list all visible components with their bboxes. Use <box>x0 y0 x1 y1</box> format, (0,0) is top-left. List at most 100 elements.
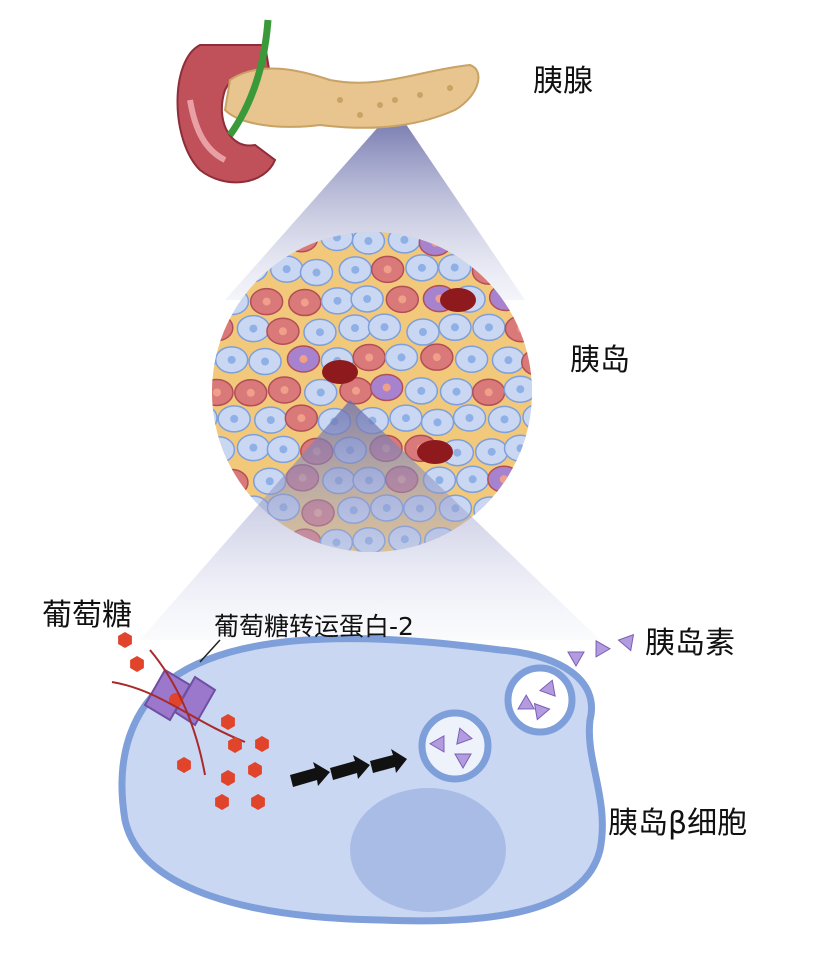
islet-cell <box>508 255 532 283</box>
glucose-icon <box>221 714 235 730</box>
islet-cell <box>370 255 405 284</box>
islet-cell <box>266 435 301 464</box>
islet-cell <box>338 256 373 284</box>
arrow-icon <box>330 755 370 780</box>
insulin-icon <box>567 651 585 668</box>
islet-cell <box>367 313 402 341</box>
islet-cell <box>539 315 571 341</box>
glucose-icon <box>255 736 269 752</box>
islet-cell <box>212 343 218 372</box>
islet-cell <box>266 317 300 345</box>
islet-cell <box>524 468 532 497</box>
islet-cell <box>455 465 490 494</box>
islet-cell <box>284 404 319 432</box>
islet-cell <box>520 524 532 552</box>
insulin-vesicle <box>418 709 492 783</box>
islet-cell <box>212 378 234 407</box>
islet-cell <box>249 287 284 316</box>
zoom-beam-2 <box>140 400 600 640</box>
islet-cell <box>389 404 423 432</box>
label-pancreas: 胰腺 <box>533 64 593 99</box>
islet-cell <box>212 404 218 432</box>
process-arrows <box>290 749 407 787</box>
islet-cell <box>212 232 217 255</box>
islet-cell <box>339 377 373 405</box>
islet-cell <box>212 314 234 342</box>
islet-cell <box>404 377 439 405</box>
insulin-icon <box>533 702 551 721</box>
islet-cell <box>212 495 236 524</box>
islet-cell <box>522 288 532 316</box>
islet-cell <box>472 313 506 342</box>
insulin-icon <box>456 727 473 745</box>
islet-cell <box>212 285 217 314</box>
islet-cell <box>267 376 302 404</box>
islet-cell <box>338 314 372 342</box>
blood-vessel <box>440 288 476 312</box>
insulin-molecules <box>429 633 635 770</box>
insulin-icon <box>617 633 635 652</box>
islet-cell <box>303 378 338 407</box>
arrow-icon <box>370 749 407 773</box>
islet-cell <box>212 435 236 464</box>
islet-cell <box>438 313 472 342</box>
islet-cell <box>212 255 237 284</box>
islet-cell <box>384 343 419 372</box>
islet-cell <box>487 232 521 254</box>
glucose-icon <box>118 632 132 648</box>
label-insulin: 胰岛素 <box>645 626 735 661</box>
pancreatic-islet <box>140 232 600 640</box>
islet-cell <box>320 287 355 315</box>
glucose-icon <box>130 656 144 672</box>
islet-cell <box>503 434 532 463</box>
glucose-icon <box>221 770 235 786</box>
islet-cell <box>474 438 509 466</box>
label-glucose: 葡萄糖 <box>42 598 132 633</box>
insulin-icon <box>429 734 445 753</box>
label-beta-cell: 胰岛β细胞 <box>608 806 748 841</box>
islet-cell <box>214 346 249 374</box>
glucose-icon <box>215 794 229 810</box>
islet-cell <box>504 315 532 343</box>
islet-cell <box>524 232 532 253</box>
glut2-transporter <box>111 639 246 776</box>
islet-cell <box>542 438 574 464</box>
blood-vessel <box>322 360 358 384</box>
label-glut2: 葡萄糖转运蛋白-2 <box>214 612 414 641</box>
islet-cell <box>352 343 386 372</box>
islet-cell <box>471 378 506 407</box>
beta-cell <box>118 635 606 925</box>
islet-cell <box>236 314 271 343</box>
secretion-pocket <box>504 664 576 736</box>
insulin-icon <box>454 753 472 770</box>
insulin-icon <box>517 694 536 710</box>
islet-cell <box>215 468 249 497</box>
islet-cell <box>351 232 386 255</box>
islet-cell <box>503 375 532 403</box>
insulin-icon <box>595 639 611 658</box>
islet-cell <box>405 254 439 282</box>
islet-cell <box>454 345 489 374</box>
glucose-icon <box>251 794 265 810</box>
islet-cell <box>503 496 532 524</box>
glucose-icon <box>248 762 262 778</box>
islet-cell <box>248 347 282 376</box>
islet-cell <box>215 232 250 254</box>
glucose-icon <box>177 757 191 773</box>
islet-cell <box>544 378 576 404</box>
islet-cell <box>452 404 487 432</box>
islet-cell <box>369 373 404 402</box>
islet-cell <box>212 465 216 493</box>
insulin-icon <box>539 679 556 697</box>
nucleus <box>350 788 506 912</box>
islet-cell <box>286 345 321 373</box>
islet-cell <box>350 285 384 313</box>
islet-cell <box>288 288 322 317</box>
blood-vessel <box>417 440 453 464</box>
islet-cell <box>385 285 420 314</box>
pancreas-illustration <box>176 19 480 184</box>
glucose-molecules <box>118 632 269 810</box>
islet-cell <box>254 406 288 434</box>
islet-cell <box>236 433 271 462</box>
